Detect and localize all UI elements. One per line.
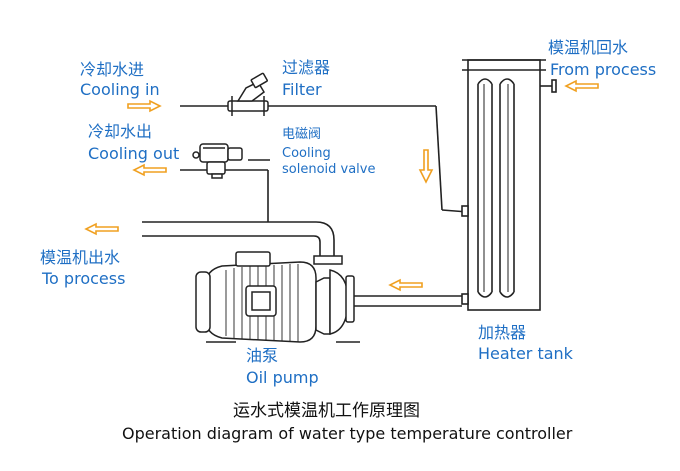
- from-process-label-en: From process: [550, 60, 657, 79]
- filter-icon: [227, 72, 269, 116]
- solenoid-label-en-2: solenoid valve: [282, 162, 376, 177]
- solenoid-valve-icon: [192, 143, 243, 179]
- caption-en: Operation diagram of water type temperat…: [122, 424, 573, 443]
- pump-label-cn: 油泵: [246, 346, 279, 365]
- from-process-label-cn: 模温机回水: [548, 38, 629, 57]
- heater-tank: [461, 59, 557, 311]
- heater-label-en: Heater tank: [478, 344, 573, 363]
- cooling-in-label-cn: 冷却水进: [80, 60, 145, 79]
- arrow-to-process: [84, 222, 119, 236]
- cooling-out-label-en: Cooling out: [88, 144, 180, 163]
- oil-pump-icon: [195, 251, 360, 343]
- cooling-in-label-en: Cooling in: [80, 80, 160, 99]
- filter-label-en: Filter: [282, 80, 322, 99]
- flow-arrows: [84, 79, 599, 292]
- arrow-from-process: [564, 79, 599, 93]
- pump-outlet-pipe: [352, 295, 462, 307]
- solenoid-label-en-1: Cooling: [282, 146, 331, 161]
- heater-label-cn: 加热器: [478, 323, 527, 342]
- solenoid-label-cn: 电磁阀: [282, 127, 322, 142]
- to-process-label-cn: 模温机出水: [40, 248, 121, 267]
- pump-label-en: Oil pump: [246, 368, 319, 387]
- arrow-down-return: [418, 149, 434, 184]
- to-process-label-en: To process: [42, 269, 126, 288]
- cooling-out-label-cn: 冷却水出: [88, 122, 153, 141]
- filter-label-cn: 过滤器: [282, 58, 331, 77]
- arrow-cooling-in: [127, 99, 162, 113]
- caption-cn: 运水式模温机工作原理图: [233, 401, 420, 421]
- arrow-pump-outlet: [388, 278, 423, 292]
- arrow-cooling-out: [132, 163, 167, 177]
